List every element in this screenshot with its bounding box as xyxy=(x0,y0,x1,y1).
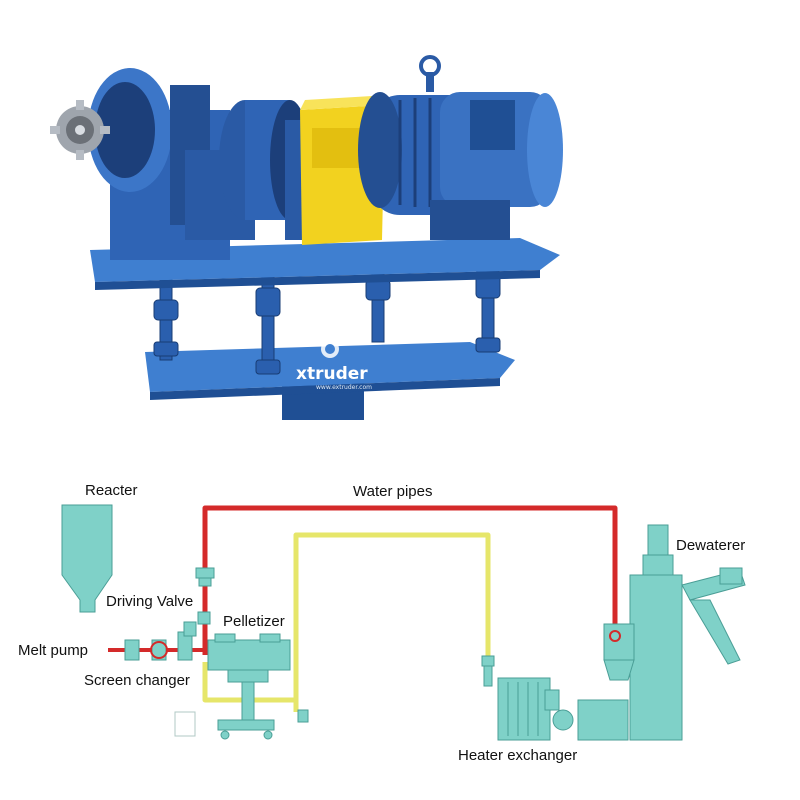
dewaterer-unit xyxy=(603,524,746,741)
label-screen-changer: Screen changer xyxy=(84,672,190,689)
cold-water-pipe xyxy=(202,532,491,703)
label-melt-pump: Melt pump xyxy=(18,642,88,659)
drain-box xyxy=(174,711,196,737)
label-pelletizer: Pelletizer xyxy=(223,613,285,630)
logo-text: xtruder xyxy=(296,364,368,384)
label-water-pipes: Water pipes xyxy=(353,483,432,500)
label-dewaterer: Dewaterer xyxy=(676,537,745,554)
extruder-logo: xtruder www.extruder.com xyxy=(296,340,372,391)
driving-valve xyxy=(195,567,215,625)
heater-exchanger-unit xyxy=(481,655,629,741)
coupling-drum xyxy=(219,100,310,240)
pelletizer-unit xyxy=(207,633,309,740)
pelletizer-machine-illustration: xtruder www.extruder.com xyxy=(50,55,563,420)
reacter-hopper xyxy=(61,504,113,613)
logo-subtext: www.extruder.com xyxy=(316,384,372,391)
electric-motor xyxy=(358,55,563,240)
cutter-housing xyxy=(88,68,255,260)
label-driving-valve: Driving Valve xyxy=(106,593,193,610)
hot-water-pipe xyxy=(202,505,618,655)
lower-base-plate xyxy=(145,342,515,392)
process-diagram: Reacter Water pipes Dewaterer Driving Va… xyxy=(18,482,746,764)
cutter-hub xyxy=(50,100,110,160)
melt-pump-assembly xyxy=(124,621,197,661)
label-heater-exchanger: Heater exchanger xyxy=(458,747,577,764)
label-reacter: Reacter xyxy=(85,482,138,499)
